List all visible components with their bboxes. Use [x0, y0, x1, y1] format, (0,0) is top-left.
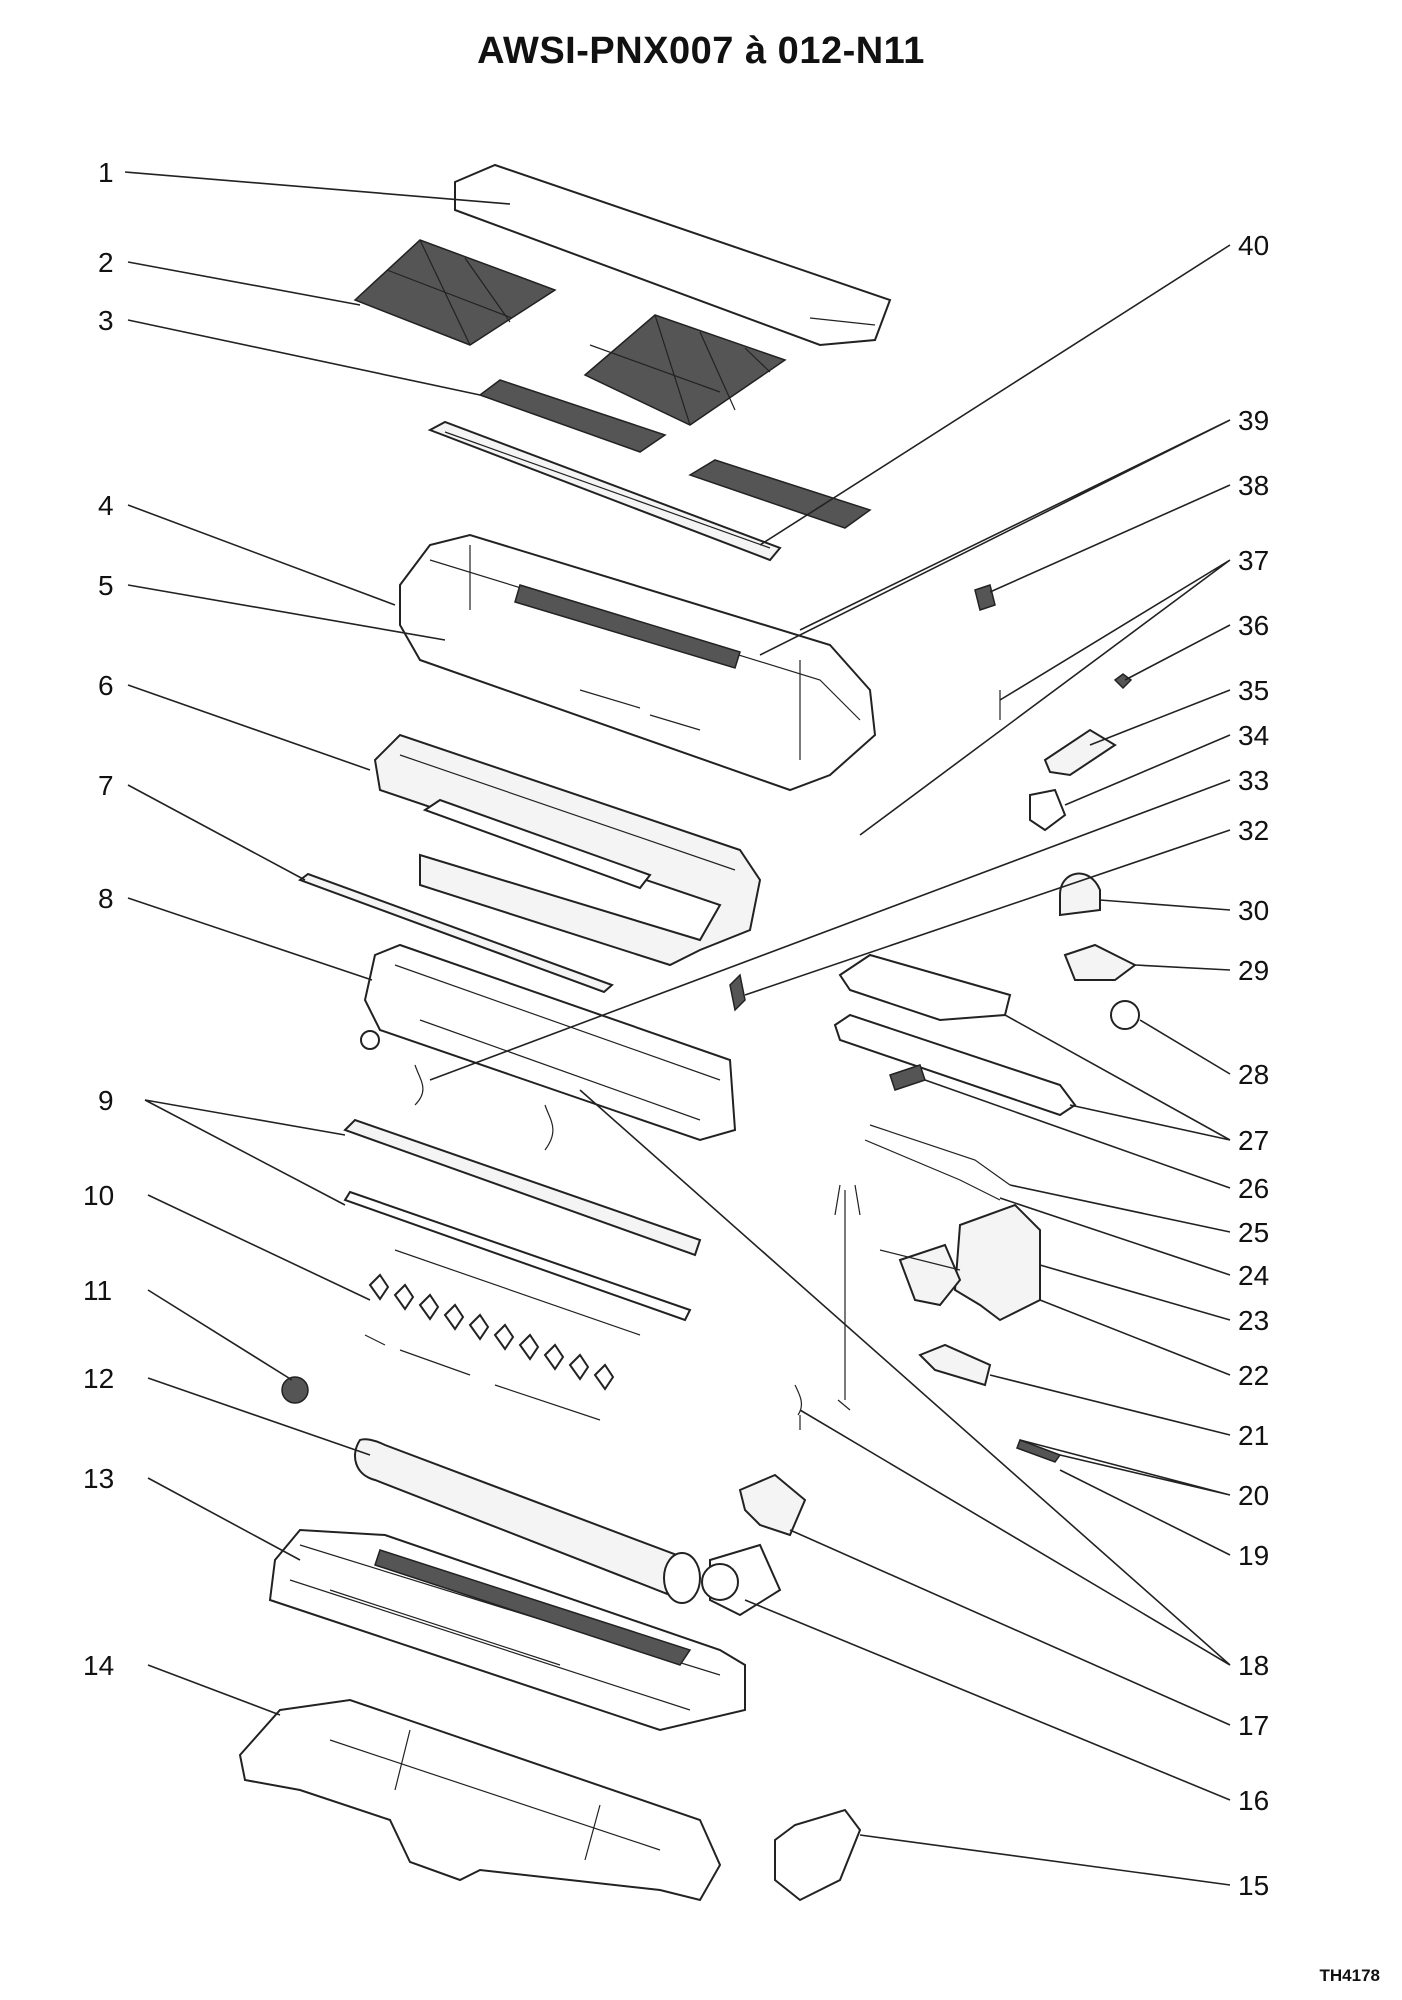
callout-38: 38 [1238, 470, 1269, 501]
part-34 [1029, 788, 1067, 832]
part-drain-bracket [774, 1808, 862, 1902]
part-25 [869, 1124, 1011, 1186]
callout-14: 14 [83, 1650, 114, 1681]
part-air-filters [353, 239, 787, 426]
leader-lines [124, 171, 1231, 1886]
callout-34: 34 [1238, 720, 1269, 751]
callout-23: 23 [1238, 1305, 1269, 1336]
drawing-code: TH4178 [1319, 1966, 1380, 1985]
callout-32: 32 [1238, 815, 1269, 846]
part-29 [1063, 943, 1137, 981]
callout-18: 18 [1238, 1650, 1269, 1681]
callout-35: 35 [1238, 675, 1269, 706]
part-evaporator [373, 733, 762, 967]
callout-29: 29 [1238, 955, 1269, 986]
callout-36: 36 [1238, 610, 1269, 641]
callout-13: 13 [83, 1463, 114, 1494]
part-crossflow-fan [354, 1438, 701, 1604]
part-20 [1016, 1439, 1062, 1463]
callout-labels: 1 2 3 4 5 6 7 8 9 10 11 12 13 14 15 16 1… [83, 157, 1269, 1901]
part-vane-blades [364, 1249, 641, 1421]
callout-19: 19 [1238, 1540, 1269, 1571]
callout-17: 17 [1238, 1710, 1269, 1741]
callout-10: 10 [83, 1180, 114, 1211]
callout-16: 16 [1238, 1785, 1269, 1816]
part-base-chassis [268, 1528, 746, 1732]
callout-27: 27 [1238, 1125, 1269, 1156]
callout-6: 6 [98, 670, 114, 701]
callout-22: 22 [1238, 1360, 1269, 1391]
callout-26: 26 [1238, 1173, 1269, 1204]
part-bearing [281, 1376, 309, 1404]
diagram-title: AWSI-PNX007 à 012-N11 [477, 30, 925, 72]
part-deodorizing-filters [478, 379, 872, 529]
part-36 [1113, 673, 1133, 690]
part-louvers [343, 1118, 702, 1322]
part-louver-shaft [297, 872, 614, 994]
part-front-grille [399, 533, 877, 792]
callout-30: 30 [1238, 895, 1269, 926]
part-38 [974, 584, 996, 611]
part-front-panel [454, 163, 892, 347]
callout-24: 24 [1238, 1260, 1269, 1291]
part-32 [729, 973, 746, 1012]
callout-39: 39 [1238, 405, 1269, 436]
part-mounting-plate [238, 1698, 722, 1902]
part-27-upper [838, 953, 1012, 1022]
part-display-strip [427, 420, 782, 562]
part-35 [1043, 728, 1117, 777]
part-26 [889, 1064, 926, 1091]
callout-20: 20 [1238, 1480, 1269, 1511]
callout-40: 40 [1238, 230, 1269, 261]
callout-28: 28 [1238, 1059, 1269, 1090]
callout-11: 11 [83, 1275, 112, 1306]
part-fan-motor [701, 1543, 782, 1617]
callout-8: 8 [98, 883, 114, 914]
callout-7: 7 [98, 770, 114, 801]
part-21 [918, 1343, 992, 1387]
callout-4: 4 [98, 490, 114, 521]
part-motor-bracket [738, 1473, 807, 1537]
callout-25: 25 [1238, 1217, 1269, 1248]
callout-15: 15 [1238, 1870, 1269, 1901]
callout-33: 33 [1238, 765, 1269, 796]
callout-1: 1 [98, 157, 114, 188]
part-30 [1059, 872, 1101, 917]
callout-37: 37 [1238, 545, 1269, 576]
callout-2: 2 [98, 247, 114, 278]
callout-21: 21 [1238, 1420, 1269, 1451]
part-frame-assembly [360, 943, 737, 1151]
part-24 [864, 1139, 1001, 1201]
part-18 [794, 1384, 803, 1430]
part-28 [1110, 1000, 1140, 1030]
callout-5: 5 [98, 570, 114, 601]
callout-3: 3 [98, 305, 114, 336]
part-23-22-control-box [879, 1203, 1041, 1322]
callout-12: 12 [83, 1363, 114, 1394]
callout-9: 9 [98, 1085, 114, 1116]
part-19 [834, 1184, 861, 1411]
part-27-lower [833, 1013, 1077, 1117]
